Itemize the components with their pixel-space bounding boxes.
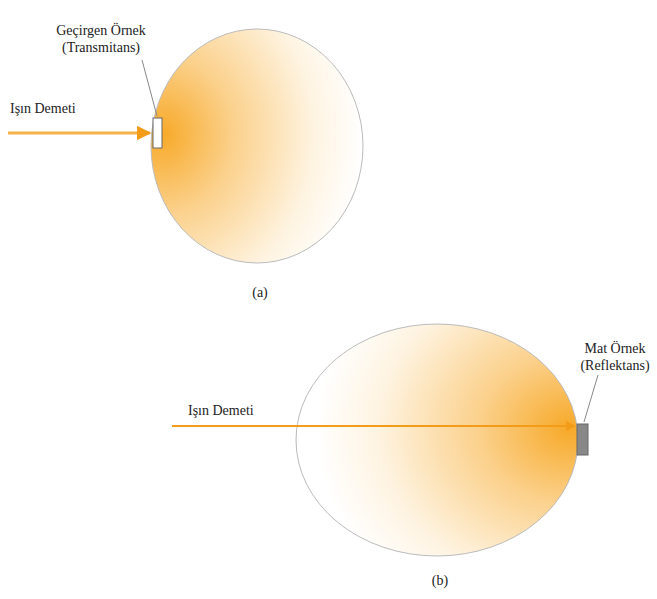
- light-beam: [172, 425, 575, 427]
- sample-label: Mat Örnek (Reflektans): [578, 340, 652, 374]
- beam-label: Işın Demeti: [188, 402, 308, 419]
- transmittance-sample: [153, 118, 162, 148]
- light-beam: [8, 132, 150, 135]
- integrating-sphere: [151, 29, 363, 263]
- leader-line: [142, 60, 157, 116]
- leader-line: [584, 375, 598, 422]
- figure-label: (b): [420, 572, 460, 589]
- figure-label: (a): [240, 284, 280, 301]
- integrating-sphere: [296, 324, 578, 556]
- reflectance-sample: [577, 424, 588, 455]
- sample-label: Geçirgen Örnek (Transmitans): [46, 22, 156, 56]
- beam-label: Işın Demeti: [10, 100, 130, 117]
